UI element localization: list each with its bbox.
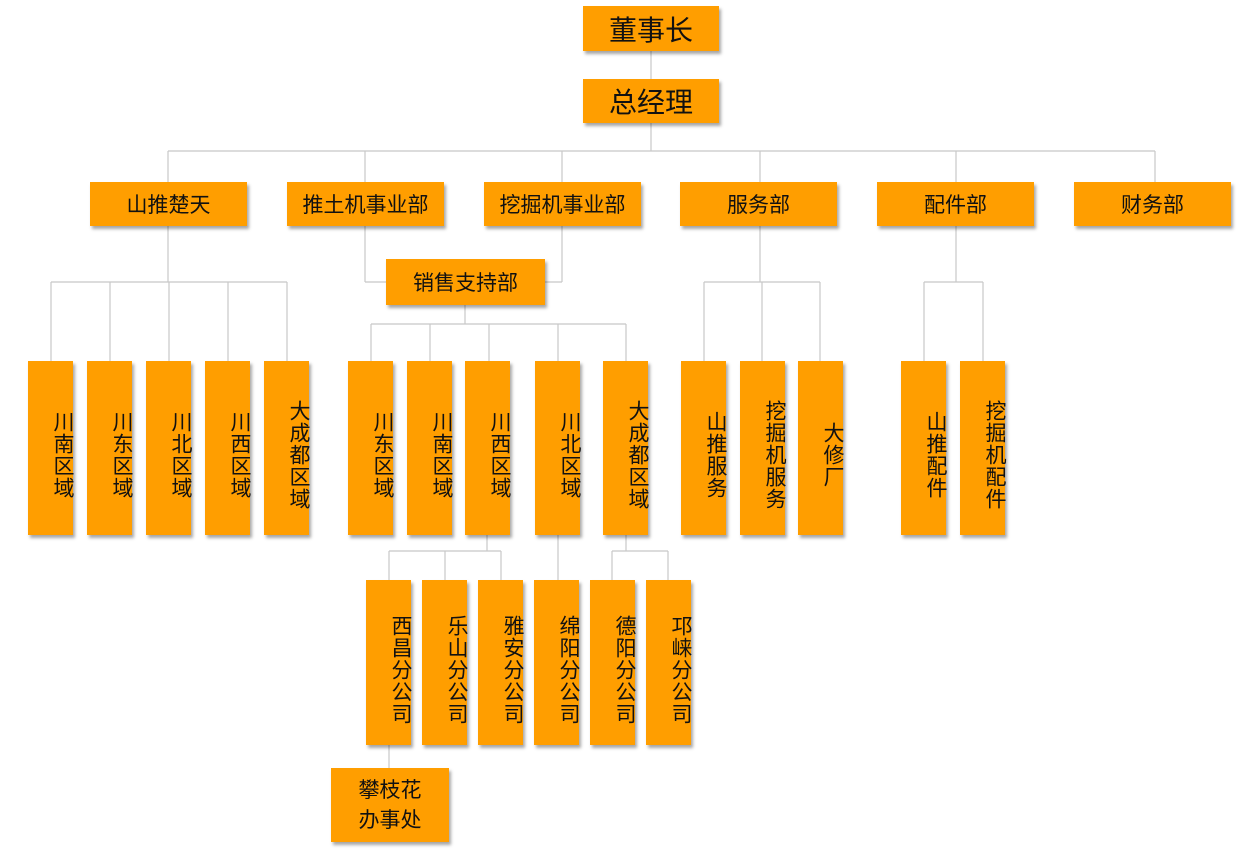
dept-shantui-chutian[interactable]: 山推楚天 [90,182,247,226]
branch-yaan[interactable]: 雅安分公司 [478,580,525,745]
general-manager-node[interactable]: 总经理 [583,79,719,123]
chutian-region-chuannan[interactable]: 川南区域 [28,361,75,535]
dept-service[interactable]: 服务部 [680,182,837,226]
dept-parts[interactable]: 配件部 [877,182,1034,226]
branch-leshan[interactable]: 乐山分公司 [422,580,469,745]
sales-region-chuannan[interactable]: 川南区域 [407,361,454,535]
dept-excavator[interactable]: 挖掘机事业部 [484,182,641,226]
sales-region-chuandong[interactable]: 川东区域 [348,361,395,535]
branch-xichang[interactable]: 西昌分公司 [366,580,413,745]
branch-qionglai[interactable]: 邛崃分公司 [646,580,693,745]
service-unit-excavator[interactable]: 挖掘机服务 [740,361,787,535]
parts-unit-excavator[interactable]: 挖掘机配件 [960,361,1007,535]
office-panzhihua[interactable]: 攀枝花 办事处 [331,768,449,842]
chutian-region-chuandong[interactable]: 川东区域 [87,361,134,535]
parts-unit-shantui[interactable]: 山推配件 [901,361,948,535]
sales-support-node[interactable]: 销售支持部 [386,259,545,305]
sales-region-dachengdu[interactable]: 大成都区域 [603,361,650,535]
dept-finance[interactable]: 财务部 [1074,182,1231,226]
branch-mianyang[interactable]: 绵阳分公司 [534,580,581,745]
service-unit-overhaul[interactable]: 大修厂 [798,361,845,535]
dept-bulldozer[interactable]: 推土机事业部 [287,182,444,226]
chutian-region-dachengdu[interactable]: 大成都区域 [264,361,311,535]
chutian-region-chuanbei[interactable]: 川北区域 [146,361,193,535]
service-unit-shantui[interactable]: 山推服务 [681,361,728,535]
chutian-region-chuanxi[interactable]: 川西区域 [205,361,252,535]
branch-deyang[interactable]: 德阳分公司 [590,580,637,745]
sales-region-chuanbei[interactable]: 川北区域 [535,361,582,535]
sales-region-chuanxi[interactable]: 川西区域 [465,361,512,535]
chairman-node[interactable]: 董事长 [583,6,719,51]
